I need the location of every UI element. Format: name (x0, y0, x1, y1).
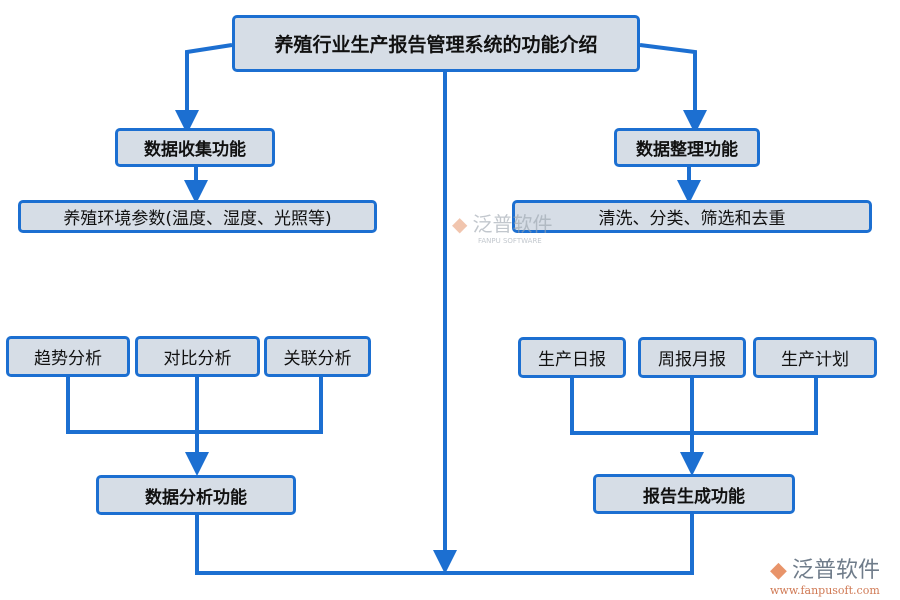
daily-report-box: 生产日报 (518, 337, 626, 378)
clean-box: 清洗、分类、筛选和去重 (512, 200, 872, 233)
data-analysis-box: 数据分析功能 (96, 475, 296, 515)
weekly-monthly-box: 周报月报 (638, 337, 746, 378)
logo-icon: ◆ (770, 558, 787, 583)
watermark-center: ◆ 泛普软件 FANPU SOFTWARE (452, 212, 553, 245)
trend-analysis-box: 趋势分析 (6, 336, 130, 377)
data-organize-box: 数据整理功能 (614, 128, 760, 167)
data-collect-box: 数据收集功能 (115, 128, 275, 167)
report-gen-box: 报告生成功能 (593, 474, 795, 514)
env-params-box: 养殖环境参数(温度、湿度、光照等) (18, 200, 377, 233)
logo-icon: ◆ (452, 212, 468, 236)
title-box: 养殖行业生产报告管理系统的功能介绍 (232, 15, 640, 72)
correlation-analysis-box: 关联分析 (264, 336, 371, 377)
watermark-corner: ◆ 泛普软件 www.fanpusoft.com (770, 558, 881, 597)
compare-analysis-box: 对比分析 (135, 336, 260, 377)
production-plan-box: 生产计划 (753, 337, 877, 378)
